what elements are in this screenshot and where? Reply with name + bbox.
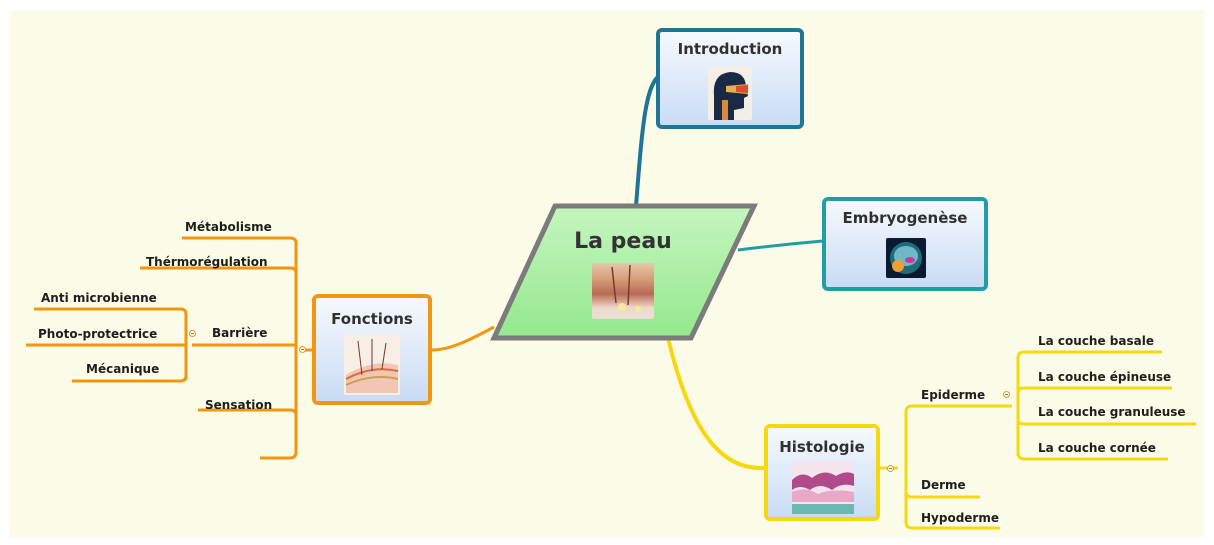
histologie-title: Histologie [779, 438, 865, 456]
leaf-couche-epineuse[interactable]: La couche épineuse [1038, 370, 1172, 384]
leaf-hypoderme[interactable]: Hypoderme [921, 511, 999, 525]
introduction-title: Introduction [677, 40, 783, 58]
link-histologie [666, 337, 765, 471]
leaf-epiderme[interactable]: Epiderme [921, 388, 986, 402]
link-fonctions [431, 325, 495, 352]
skin-layers-image [344, 335, 400, 395]
leaf-mecanique[interactable]: Mécanique [86, 362, 160, 376]
fonctions-title: Fonctions [331, 310, 413, 328]
histologie-collapse-toggle[interactable] [887, 465, 894, 472]
leaf-sensation[interactable]: Sensation [205, 398, 273, 412]
head-profile-image [708, 66, 752, 120]
leaf-photo-protectrice[interactable]: Photo-protectrice [38, 327, 158, 341]
leaf-derme[interactable]: Derme [921, 478, 966, 492]
embryo-image [886, 238, 926, 278]
central-topic-title[interactable]: La peau [574, 229, 672, 254]
leaf-couche-basale[interactable]: La couche basale [1038, 334, 1154, 348]
skin-cross-section-image [592, 263, 654, 319]
tissue-section-image [792, 462, 854, 514]
fonctions-collapse-toggle[interactable] [299, 346, 306, 353]
fonctions-branches [26, 236, 312, 460]
leaf-barriere[interactable]: Barrière [212, 326, 268, 340]
link-embryogenese [737, 239, 824, 252]
barriere-collapse-toggle[interactable] [189, 330, 196, 337]
leaf-anti-microbienne[interactable]: Anti microbienne [41, 291, 157, 305]
link-introduction [634, 73, 662, 207]
epiderme-collapse-toggle[interactable] [1003, 391, 1010, 398]
leaf-thermoregulation[interactable]: Thérmorégulation [146, 255, 268, 269]
leaf-couche-granuleuse[interactable]: La couche granuleuse [1038, 405, 1186, 419]
embryogenese-title: Embryogenèse [842, 209, 968, 227]
leaf-couche-cornee[interactable]: La couche cornée [1038, 441, 1156, 455]
leaf-metabolisme[interactable]: Métabolisme [185, 220, 272, 234]
